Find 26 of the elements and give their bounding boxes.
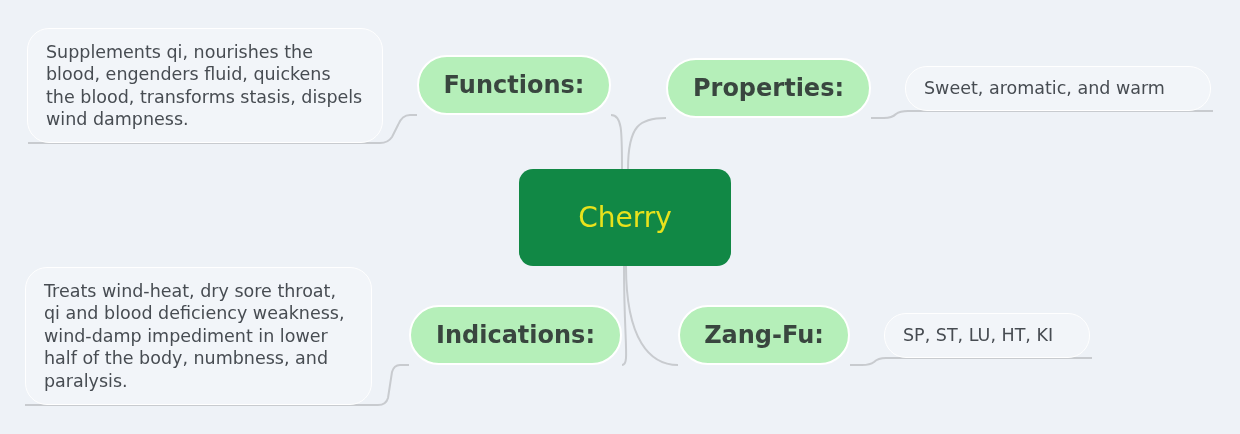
detail-bubble [25, 267, 372, 405]
branch-connector [870, 110, 1214, 119]
branch-connector [621, 265, 628, 366]
branch-label: Zang-Fu: [704, 321, 824, 349]
central-topic [519, 169, 731, 266]
topic-label: Cherry [578, 201, 672, 234]
branch-connector [849, 357, 1093, 366]
branch-topic [417, 55, 611, 115]
detail-bubble [905, 66, 1211, 111]
branch-topic [678, 305, 850, 365]
branch-connector [625, 265, 679, 366]
branch-label: Indications: [436, 321, 595, 349]
branch-label: Properties: [692, 74, 845, 102]
detail-text: Treats wind-heat, dry sore throat, qi and blood deficiency weakness, wind-damp impediment in lower half of the body, numbness, and paralysis. [44, 279, 346, 393]
branch-connector [627, 117, 667, 170]
detail-text: Sweet, aromatic, and warm [924, 77, 1165, 100]
detail-bubble [27, 28, 383, 143]
branch-connector [24, 364, 410, 406]
detail-text: Supplements qi, nourishes the blood, engenders fluid, quickens the blood, transforms stasis, dispels wind dampness. [46, 40, 364, 131]
branch-connector [27, 114, 418, 144]
branch-topic [666, 58, 871, 118]
detail-bubble [884, 313, 1090, 358]
branch-connector [610, 114, 623, 170]
branch-topic [409, 305, 622, 365]
detail-text: SP, ST, LU, HT, KI [903, 324, 1054, 347]
branch-label: Functions: [443, 71, 585, 99]
